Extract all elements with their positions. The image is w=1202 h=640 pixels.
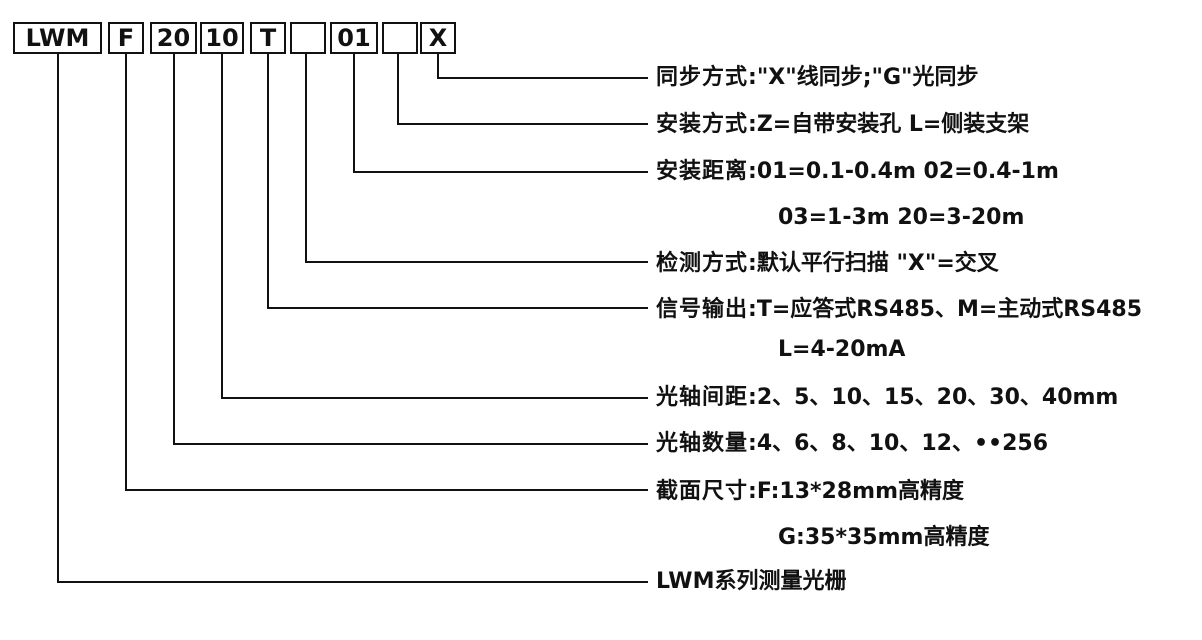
- label-value: 03=1-3m 20=3-20m: [778, 205, 1025, 230]
- code-box-sync: X: [420, 22, 456, 54]
- connector-sync: [437, 54, 648, 79]
- code-box-mount: [382, 22, 418, 54]
- label-key: 光轴数量: [656, 431, 749, 456]
- connector-signal-output: [267, 54, 648, 309]
- label-key: 光轴间距: [656, 385, 749, 410]
- connector-mount-method: [397, 54, 648, 125]
- connector-mount-distance: [353, 54, 648, 173]
- connector-axis-count: [173, 54, 648, 445]
- label-value: :默认平行扫描 "X"=交叉: [748, 251, 999, 276]
- label-value: :T=应答式RS485、M=主动式RS485: [748, 297, 1142, 322]
- label-value: G:35*35mm高精度: [778, 525, 990, 550]
- label-mount-distance: 安装距离:01=0.1-0.4m 02=0.4-1m: [656, 158, 1059, 186]
- label-value: :4、6、8、10、12、••256: [748, 431, 1049, 456]
- label-key: 截面尺寸: [656, 479, 749, 504]
- label-axis-count: 光轴数量:4、6、8、10、12、••256: [656, 430, 1048, 458]
- label-value: LWM系列测量光栅: [656, 569, 847, 594]
- label-detect-mode: 检测方式:默认平行扫描 "X"=交叉: [656, 250, 999, 278]
- label-signal-output: 信号输出:T=应答式RS485、M=主动式RS485: [656, 296, 1142, 324]
- label-value: :01=0.1-0.4m 02=0.4-1m: [748, 159, 1059, 184]
- label-signal-output-cont: L=4-20mA: [778, 336, 905, 364]
- label-key: 检测方式: [656, 251, 749, 276]
- code-box-signal: T: [250, 22, 286, 54]
- label-key: 同步方式: [656, 65, 749, 90]
- connector-series: [57, 54, 648, 583]
- code-box-axis-pitch: 10: [200, 22, 244, 54]
- label-series: LWM系列测量光栅: [656, 568, 846, 596]
- label-mount-distance-cont: 03=1-3m 20=3-20m: [778, 204, 1024, 232]
- code-box-axis-count: 20: [150, 22, 197, 54]
- connector-axis-pitch: [221, 54, 648, 399]
- code-box-section: F: [108, 22, 144, 54]
- label-key: 安装距离: [656, 159, 749, 184]
- label-value: :F:13*28mm高精度: [748, 479, 965, 504]
- code-box-series: LWM: [13, 22, 102, 54]
- code-box-detect: [290, 22, 326, 54]
- label-key: 信号输出: [656, 297, 749, 322]
- label-section-size-cont: G:35*35mm高精度: [778, 524, 989, 552]
- label-value: :Z=自带安装孔 L=侧装支架: [748, 112, 1030, 137]
- label-value: :2、5、10、15、20、30、40mm: [748, 385, 1119, 410]
- connector-section-size: [125, 54, 648, 491]
- label-value: L=4-20mA: [778, 337, 906, 362]
- label-sync-method: 同步方式:"X"线同步;"G"光同步: [656, 64, 978, 92]
- connector-detect-mode: [305, 54, 648, 263]
- label-mount-method: 安装方式:Z=自带安装孔 L=侧装支架: [656, 111, 1029, 139]
- label-value: :"X"线同步;"G"光同步: [748, 65, 979, 90]
- label-key: 安装方式: [656, 112, 749, 137]
- label-section-size: 截面尺寸:F:13*28mm高精度: [656, 478, 964, 506]
- label-axis-pitch: 光轴间距:2、5、10、15、20、30、40mm: [656, 384, 1118, 412]
- code-box-distance: 01: [330, 22, 378, 54]
